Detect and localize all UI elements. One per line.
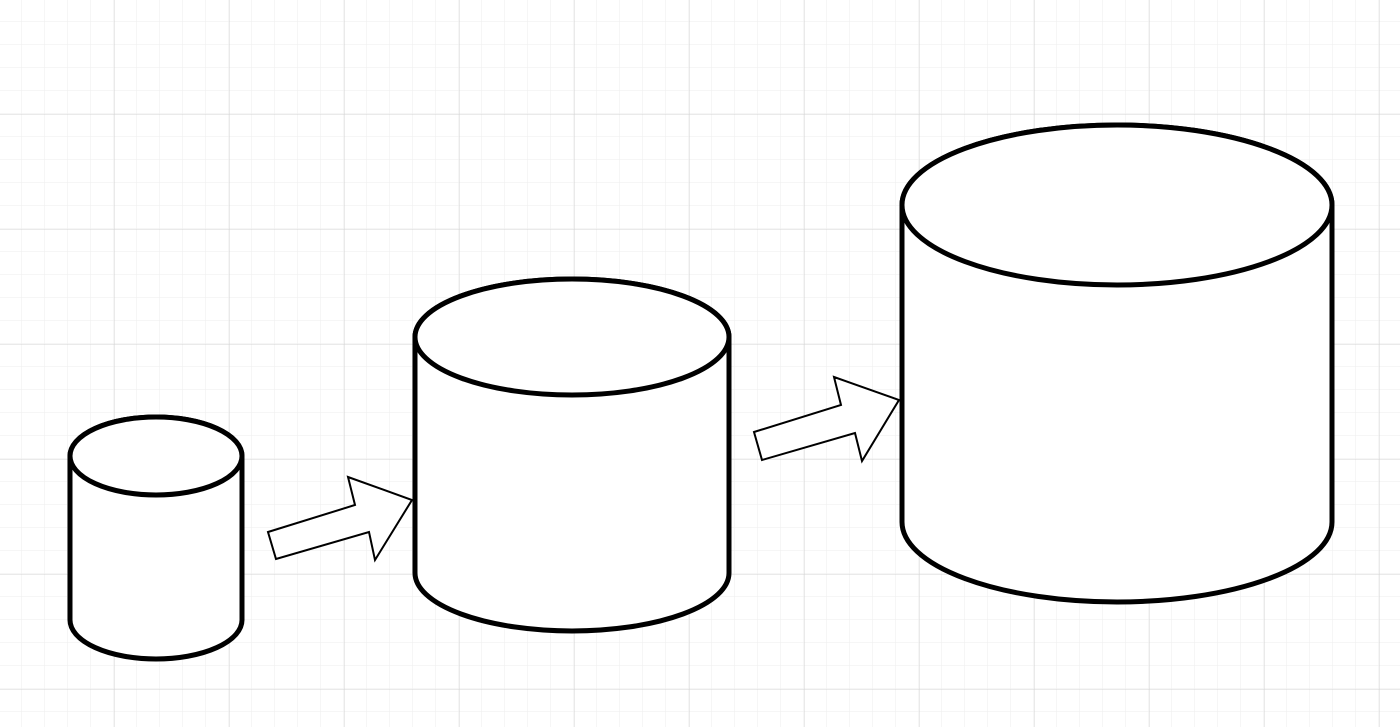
cylinder-medium[interactable] bbox=[412, 276, 732, 634]
cylinder-large[interactable] bbox=[899, 122, 1335, 605]
block-arrow-1[interactable] bbox=[266, 475, 414, 563]
cylinder-medium-top bbox=[412, 276, 732, 398]
cylinder-small[interactable] bbox=[67, 414, 245, 662]
cylinder-small-top bbox=[67, 414, 245, 498]
block-arrow-2[interactable] bbox=[752, 375, 901, 464]
cylinder-large-top bbox=[899, 122, 1335, 288]
